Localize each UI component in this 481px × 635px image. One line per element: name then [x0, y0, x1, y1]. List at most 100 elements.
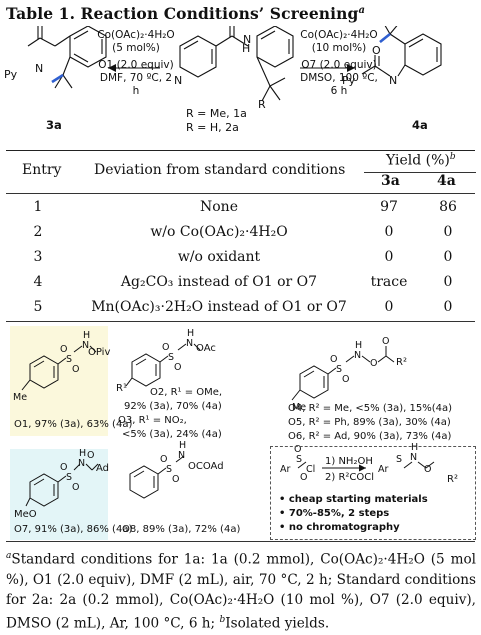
o2-line1: O2, R¹ = OMe,: [150, 387, 223, 398]
left-conditions: Co(OAc)₂·4H₂O (5 mol%) O1 (2.0 equiv) DM…: [96, 29, 176, 98]
o3-line2: <5% (3a), 24% (4a): [122, 429, 222, 440]
o2-h-atom: H: [187, 328, 194, 339]
left-cond-loading: (5 mol%): [112, 42, 160, 54]
prep-bullet-3: • no chromatography: [279, 522, 400, 533]
o2-s-atom: S: [168, 352, 174, 363]
right-cond-catalyst: Co(OAc)₂·4H₂O: [300, 29, 378, 41]
row1-yield-4a: 86: [439, 199, 457, 215]
row2-yield-4a: 0: [443, 224, 453, 240]
right-cond-loading: (10 mol%): [311, 42, 367, 54]
footnote-a-mark: a: [6, 551, 12, 561]
prep-bullet-1-text: cheap starting materials: [288, 494, 428, 505]
prep-bullet-3-text: no chromatography: [288, 522, 400, 533]
o2-o-atom-a: O: [162, 342, 169, 353]
left-cond-solvent: DMF, 70 ºC, 2 h: [99, 72, 173, 97]
o1-h-atom: H: [83, 330, 90, 341]
scheme-o-atom-3a: O: [37, 26, 46, 28]
title-footnote-mark: a: [358, 4, 366, 16]
o8-s-atom: S: [166, 464, 172, 475]
scheme-structures: N O H N O N O N: [27, 26, 442, 102]
right-conditions: Co(OAc)₂·4H₂O (10 mol%) O7 (2.0 equiv) D…: [296, 29, 382, 98]
row3-entry: 3: [33, 249, 43, 265]
left-cond-oxidant: O1 (2.0 equiv): [98, 59, 174, 71]
prep-n-atom: N: [410, 452, 417, 463]
header-yield-mark: b: [449, 152, 456, 162]
table-header-rule: [6, 193, 475, 194]
scheme-r-label: R: [258, 98, 266, 111]
header-3a: 3a: [381, 173, 400, 189]
o1-me-label: Me: [13, 392, 27, 403]
row4-entry: 4: [33, 274, 43, 290]
row3-deviation: w/o oxidant: [177, 249, 261, 265]
sm-label-2a: R = H, 2a: [186, 121, 239, 134]
o7-o-atom-c: O: [87, 450, 94, 461]
reaction-scheme: N O H N O N O N Py Py R Co(OAc)₂·4H₂O (5…: [0, 26, 481, 146]
row2-yield-3a: 0: [384, 224, 394, 240]
prep-bullet-2-text: 70%-85%, 2 steps: [288, 508, 390, 519]
prep-bullet-2: • 70%-85%, 2 steps: [279, 508, 390, 519]
o8-o-atom-b: O: [172, 474, 179, 485]
right-cond-solvent: DMSO, 100 ºC,: [300, 72, 378, 84]
prep-s-atom-right: S: [396, 454, 402, 465]
header-4a: 4a: [437, 173, 456, 189]
row4-yield-3a: trace: [370, 274, 408, 290]
o3-line1: O3, R¹ = NO₂,: [118, 415, 187, 426]
o7-o-atom-b: O: [72, 482, 79, 493]
o1-n-atom: N: [82, 340, 89, 351]
table-title-text: Table 1. Reaction Conditions’ Screening: [6, 4, 359, 23]
table-bottom-rule: [6, 321, 475, 322]
o4-h-atom: H: [355, 340, 362, 351]
row2-deviation: w/o Co(OAc)₂·4H₂O: [150, 224, 288, 240]
scheme-py-right: Py: [342, 74, 356, 87]
o4-group: R²: [396, 357, 407, 368]
footnote: aStandard conditions for 1a: 1a (0.2 mmo…: [6, 546, 476, 633]
row5-yield-4a: 0: [443, 299, 453, 315]
prep-step1: 1) NH₂OH: [325, 456, 373, 467]
row5-deviation: Mn(OAc)₃·2H₂O instead of O1 or O7: [91, 299, 347, 315]
o7-s-atom: S: [66, 472, 72, 483]
prep-o-atom-b: O: [300, 472, 307, 483]
prep-h-atom: H: [411, 442, 418, 453]
row1-deviation: None: [200, 199, 238, 215]
yield-subrule: [364, 172, 476, 173]
footnote-rule: [6, 541, 475, 542]
o2-group: OAc: [196, 343, 216, 354]
header-deviation: Deviation from standard conditions: [94, 162, 346, 178]
scheme-n-atom-3a: N: [35, 62, 43, 75]
o8-o-atom-a: O: [160, 454, 167, 465]
o8-group: OCOAd: [188, 461, 224, 472]
o7-caption: O7, 91% (3a), 86% (4a): [14, 524, 133, 535]
scheme-py-left: Py: [4, 68, 18, 81]
o7-group: Ad: [96, 463, 110, 474]
row4-deviation: Ag₂CO₃ instead of O1 or O7: [120, 274, 318, 290]
prep-box: 1) NH₂OH 2) R²COCl R² • cheap starting m…: [270, 446, 476, 540]
scheme-o-atom-4a: O: [372, 44, 381, 57]
o7-n-atom: N: [78, 458, 85, 469]
o4-me-label: Me: [292, 402, 306, 413]
sm-label-1a: R = Me, 1a: [186, 107, 247, 120]
prep-o-atom-c: O: [424, 464, 431, 475]
row5-entry: 5: [33, 299, 43, 315]
row3-yield-4a: 0: [443, 249, 453, 265]
prep-ar-right: Ar: [378, 464, 388, 475]
o4-s-atom: S: [336, 364, 342, 375]
o2-o-atom-b: O: [174, 362, 181, 373]
o1-highlight-box: [10, 326, 108, 436]
o4-o-atom-c: O: [370, 358, 377, 369]
o8-n-atom: N: [178, 450, 185, 461]
header-yield: Yield (%)b: [386, 152, 456, 169]
o1-o-atom-b: O: [72, 364, 79, 375]
o5-line: O5, R² = Ph, 89% (3a), 30% (4a): [288, 417, 451, 428]
scheme-n-atom-sm: N: [243, 33, 251, 46]
right-cond-time: 6 h: [330, 85, 348, 97]
o1-o-atom-a: O: [60, 344, 67, 355]
header-yield-text: Yield (%): [386, 152, 450, 169]
o4-o-atom-d: O: [382, 336, 389, 347]
footnote-b-text: Isolated yields.: [225, 615, 330, 632]
product-3a-label: 3a: [46, 118, 62, 132]
o4-o-atom-b: O: [342, 374, 349, 385]
row3-yield-3a: 0: [384, 249, 394, 265]
footnote-b-mark: b: [219, 614, 226, 625]
scheme-n-pyridine: N: [174, 74, 182, 87]
